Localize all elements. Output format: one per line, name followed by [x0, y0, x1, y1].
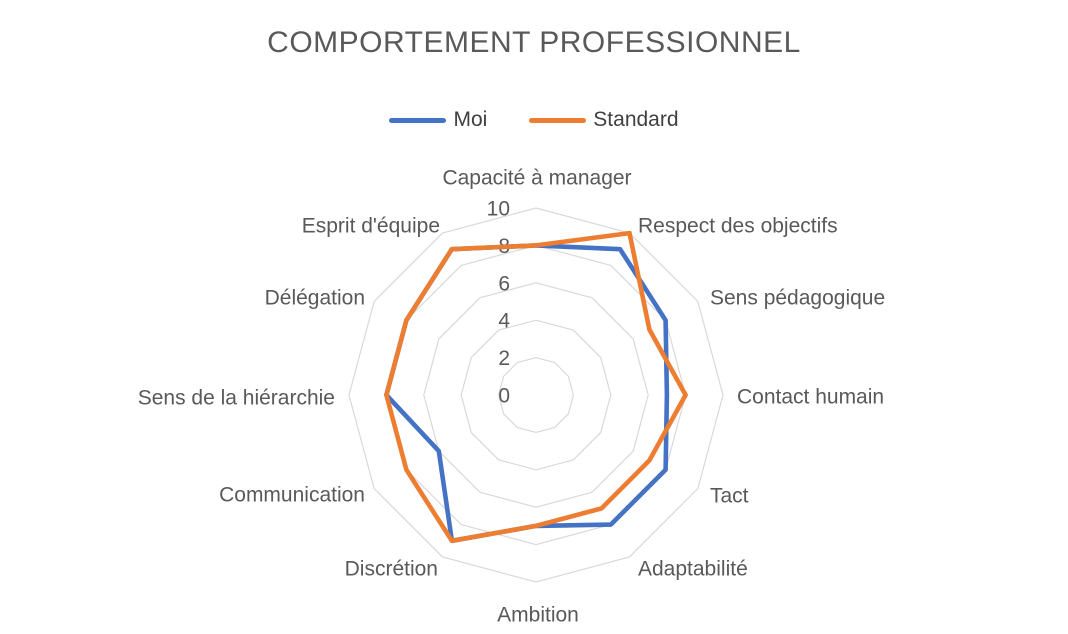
legend-label-moi: Moi: [453, 108, 488, 131]
axis-label-5: Tact: [710, 485, 749, 508]
radial-tick-label-0: 0: [498, 385, 510, 408]
axis-label-7: Ambition: [497, 604, 579, 627]
radial-tick-label-4: 4: [498, 310, 510, 333]
axis-label-11: Délégation: [265, 287, 365, 310]
axis-label-6: Adaptabilité: [638, 558, 748, 581]
legend-item-standard: Standard: [529, 108, 679, 132]
axis-label-1: Capacité à manager: [442, 167, 631, 190]
legend-item-moi: Moi: [389, 108, 487, 132]
radial-tick-label-2: 2: [498, 347, 510, 370]
axis-label-12: Esprit d'équipe: [302, 215, 440, 238]
chart-title: COMPORTEMENT PROFESSIONNEL: [267, 26, 801, 59]
series-polygon-standard: [384, 230, 688, 544]
gridline-ring-4: [460, 319, 612, 471]
axis-label-2: Respect des objectifs: [638, 215, 838, 238]
radial-tick-label-10: 10: [487, 198, 510, 221]
gridline-ring-6: [423, 282, 649, 508]
gridline-ring-10: [348, 207, 724, 583]
legend-label-standard: Standard: [593, 108, 679, 131]
axis-label-9: Communication: [219, 484, 365, 507]
axis-label-3: Sens pédagogique: [710, 287, 885, 310]
axis-label-4: Contact humain: [737, 386, 884, 409]
legend-swatch-standard: [529, 117, 587, 123]
gridline-ring-2: [497, 356, 575, 434]
legend: Moi Standard: [0, 108, 1068, 132]
legend-swatch-moi: [389, 117, 447, 123]
axis-label-8: Discrétion: [345, 558, 438, 581]
radial-tick-label-6: 6: [498, 272, 510, 295]
axis-label-10: Sens de la hiérarchie: [138, 387, 335, 410]
